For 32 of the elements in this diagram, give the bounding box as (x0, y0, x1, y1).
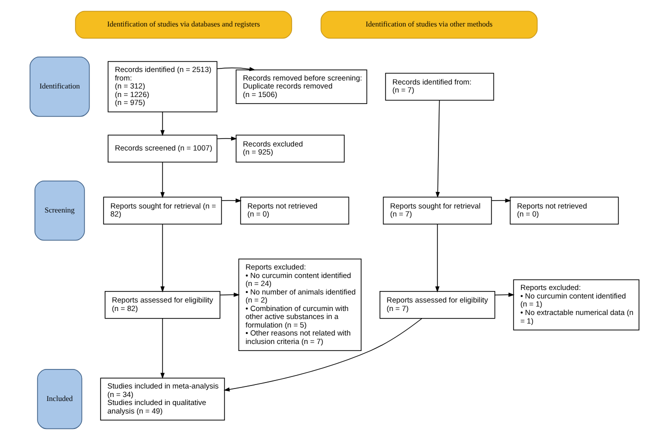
node-box: Reports not retrieved (n = 0) (510, 196, 619, 224)
node-box: Identification of studies via databases and registers (75, 10, 292, 39)
arrow (160, 162, 165, 198)
node-box: Reports excluded: • No curcumin content identified (n = 1) • No extractable numerical data (n = 1) (513, 279, 640, 330)
arrow (160, 318, 165, 379)
arrow (435, 224, 440, 292)
node-box: Studies included in meta-analysis (n = 34) Studies included in qualitative analysis (n = 49) (100, 378, 225, 420)
arrow (216, 66, 256, 72)
node-box: Reports excluded: • No curcumin content identified (n = 24) • No number of animals identified (n = 2) • Combination of curcumin with other active substances in a formulation (n = 5) • Other reasons not related with inclusion criteria (n = 7) (238, 258, 362, 352)
node-box: Records identified from: (n = 7) (385, 72, 494, 101)
node-box: Reports sought for retrieval (n = 7) (382, 196, 492, 224)
node-box: Reports assessed for eligibility (n = 82) (104, 290, 220, 319)
arrow (436, 100, 440, 198)
node-box: Records identified (n = 2513) from: (n = 312) (n = 1226) (n = 975) (108, 61, 218, 112)
node-box: Reports not retrieved (n = 0) (240, 196, 350, 224)
arrow (216, 136, 238, 141)
arrow (160, 112, 165, 136)
arrow (494, 292, 514, 297)
arrow (491, 198, 512, 203)
node-box: Records removed before screening: Duplicate records removed (n = 1506) (236, 69, 368, 104)
node-box: Identification of studies via other methods (320, 10, 538, 39)
arrow (224, 318, 422, 392)
node-box: Records excluded (n = 925) (236, 134, 345, 163)
node-box: Included (37, 369, 82, 430)
node-box: Reports assessed for eligibility (n = 7) (380, 290, 496, 319)
arrow (221, 198, 242, 203)
arrow (160, 224, 165, 292)
node-box: Identification (30, 56, 90, 117)
node-box: Reports sought for retrieval (n = 82) (103, 196, 222, 224)
node-box: Screening (34, 180, 85, 241)
arrow (220, 292, 240, 297)
node-box: Records screened (n = 1007) (108, 134, 218, 163)
